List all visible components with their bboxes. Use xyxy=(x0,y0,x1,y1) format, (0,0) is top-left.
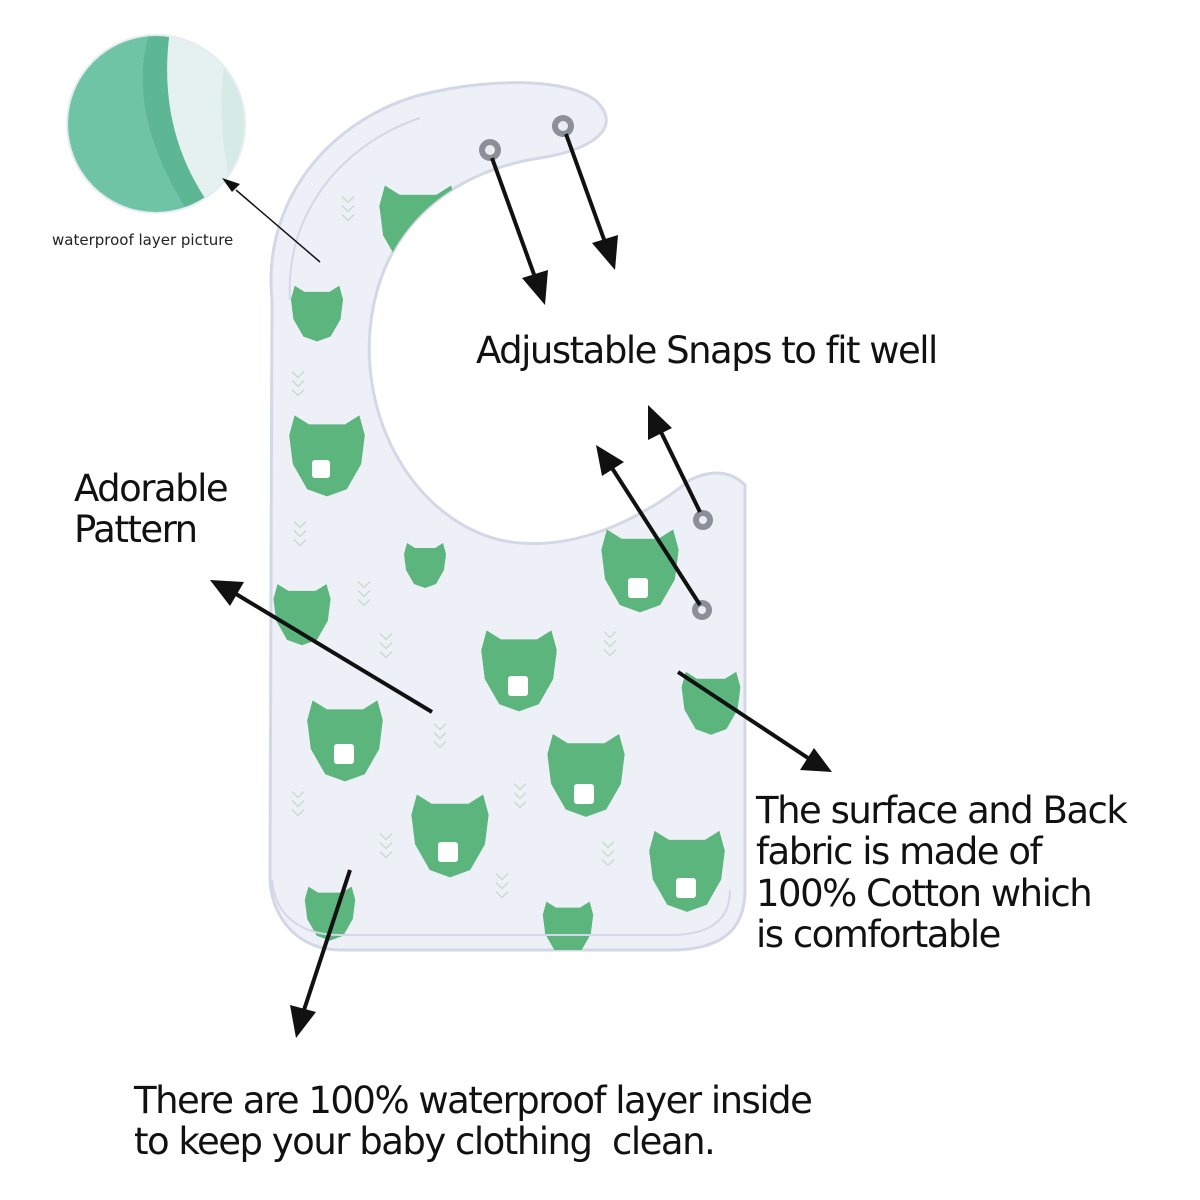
arrow-icon xyxy=(648,405,702,513)
snap-buttons xyxy=(479,115,713,620)
waterproof-callout-line: There are 100% waterproof layer inside xyxy=(134,1079,813,1122)
inset-caption: waterproof layer picture xyxy=(52,231,234,249)
arrow-icon xyxy=(596,445,702,607)
pattern-callout: Adorable Pattern xyxy=(74,468,274,551)
arrow-icon xyxy=(290,869,352,1038)
snap-icon xyxy=(552,115,574,137)
callout-arrows xyxy=(210,133,832,1038)
cotton-callout-line: 100% Cotton which xyxy=(756,871,1093,915)
waterproof-layer-inset xyxy=(66,34,246,214)
cotton-callout-line: is comfortable xyxy=(756,913,1001,957)
waterproof-callout: There are 100% waterproof layer inside t… xyxy=(134,1080,894,1163)
cotton-callout-line: The surface and Back xyxy=(756,789,1128,832)
arrow-icon xyxy=(222,178,321,263)
pattern-callout-line: Pattern xyxy=(74,508,198,552)
waterproof-callout-line: to keep your baby clothing clean. xyxy=(134,1120,716,1164)
pattern-callout-line: Adorable xyxy=(74,467,229,510)
snaps-callout: Adjustable Snaps to fit well xyxy=(476,329,938,372)
arrow-icon xyxy=(490,157,548,305)
snap-icon xyxy=(479,139,501,161)
bib xyxy=(268,81,747,952)
cotton-callout-line: fabric is made of xyxy=(756,830,1043,874)
arrow-icon xyxy=(210,580,434,714)
arrow-icon xyxy=(676,670,832,772)
cotton-callout: The surface and Back fabric is made of 1… xyxy=(756,790,1176,956)
snap-icon xyxy=(692,600,712,620)
snap-icon xyxy=(693,510,713,530)
arrow-icon xyxy=(564,133,618,270)
